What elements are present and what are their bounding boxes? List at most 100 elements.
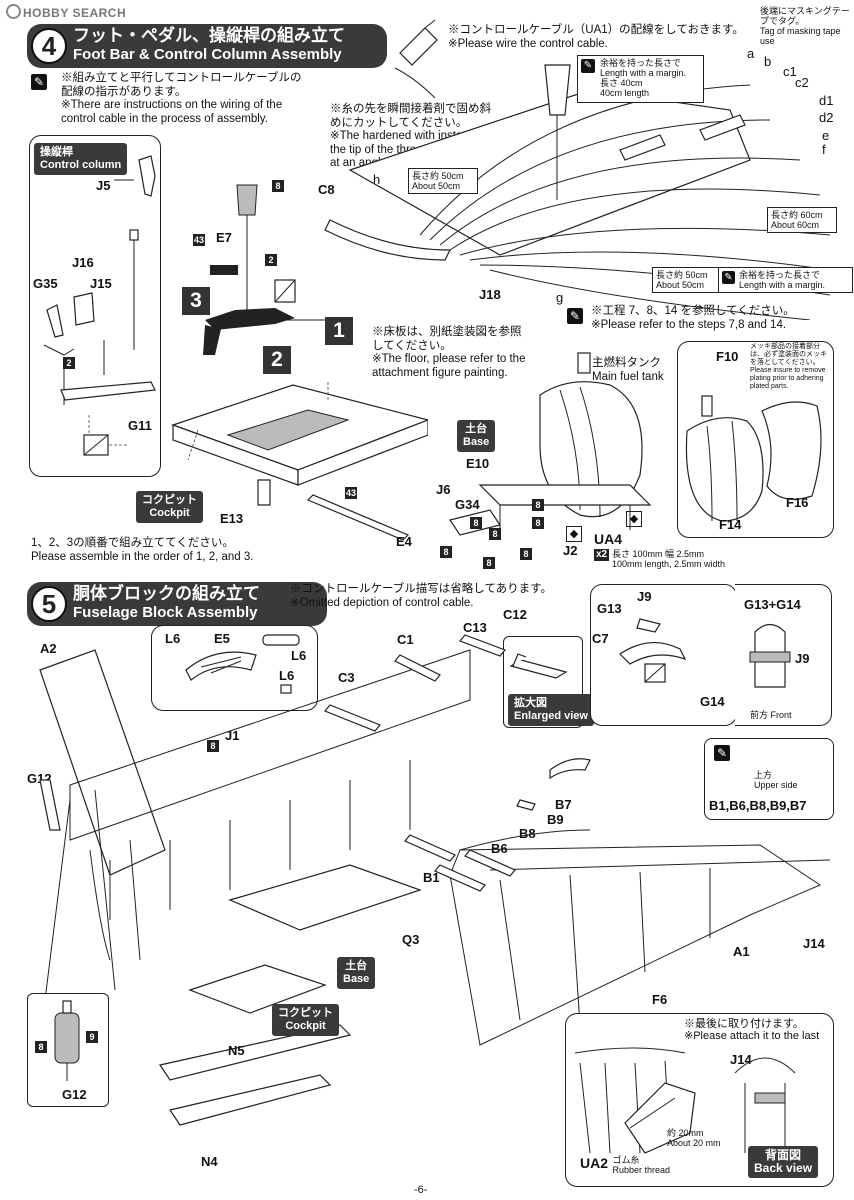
floor-note: ※床板は、別紙塗装図を参照してください。 ※The floor, please … [368, 322, 531, 384]
part-label-j14a: J14 [803, 936, 825, 951]
base-tag-step4: 土台 Base [457, 420, 496, 452]
part-label-f14: F14 [719, 517, 742, 532]
enlarged-jp: 拡大図 [514, 697, 547, 709]
cable-f: f [822, 142, 826, 157]
fuel-tank-en: Main fuel tank [592, 370, 664, 383]
part-label-g34: G34 [455, 497, 480, 512]
step-marker-8h: 8 [483, 557, 495, 569]
part-label-l6b: L6 [291, 648, 307, 663]
part-label-j9b: J9 [795, 651, 810, 666]
h-length-note: 長さ約 50cm About 50cm [408, 168, 478, 194]
base-tag5-jp: 土台 [345, 960, 368, 972]
floor-drawing [171, 380, 428, 540]
cable-d2: d2 [819, 110, 834, 125]
brush-tip-icon: ✎ [567, 308, 583, 324]
step-marker-2a: 2 [63, 357, 75, 369]
part-label-g14: G14 [700, 694, 725, 709]
brush-tip-icon: ✎ [722, 271, 735, 284]
masking-en: Tag of masking tape use [760, 26, 841, 46]
masking-tape-note: 後端にマスキングテープでタグ。 Tag of masking tape use [760, 6, 850, 46]
step-marker-big-3: 3 [182, 287, 210, 315]
part-label-j5: J5 [96, 178, 111, 193]
step-marker-8b: 8 [470, 517, 482, 529]
control-column-panel [29, 135, 161, 477]
cable-c2: c2 [795, 75, 809, 90]
b-group-label: B1,B6,B8,B9,B7 [709, 798, 807, 813]
step5-number: 5 [31, 586, 67, 622]
part-label-g12b: G12 [62, 1087, 87, 1102]
upper-en: Upper side [754, 780, 798, 790]
part-label-n5: N5 [228, 1043, 245, 1058]
fuel-tank-jp: 主燃料タンク [592, 357, 661, 369]
cable-b: b [764, 54, 772, 69]
ua2-label: UA2 ゴム糸 Rubber thread [580, 1155, 670, 1175]
margin-40-en: Length with a margin. [600, 68, 687, 78]
step4-title-en: Foot Bar & Control Column Assembly [73, 46, 342, 63]
cockpit-tag-jp: コクピット [142, 494, 197, 506]
last-note: ※最後に取り付けます。 ※Please attach it to the las… [684, 1018, 829, 1042]
hobby-search-logo-icon [6, 4, 21, 19]
brush-tip-icon: ✎ [31, 74, 47, 90]
plating-note: メッキ部品の接着部分は、必ず塗装面のメッキを落としてください。Please in… [750, 343, 827, 390]
rubber-thread-drawing [574, 1047, 796, 1154]
step4-title-jp: フット・ペダル、操縦桿の組み立て [73, 26, 345, 45]
part-label-j6: J6 [436, 482, 451, 497]
part-label-j16: J16 [72, 255, 94, 270]
diamond-marker-b-icon: ◆ [626, 511, 642, 527]
part-label-b6: B6 [491, 841, 508, 856]
step-marker-43a: 43 [193, 234, 205, 246]
margin-40-jp: 余裕を持った長さで [600, 58, 682, 68]
len-40-jp: 長さ 40cm [600, 78, 643, 88]
last-note-en: ※Please attach it to the last [684, 1030, 820, 1042]
about60-jp: 長さ約 60cm [771, 210, 823, 220]
part-label-l6c: L6 [279, 668, 295, 683]
enlarged-view-tag: 拡大図 Enlarged view [508, 694, 594, 726]
step5-note-jp: ※コントロールケーブル描写は省略してあります。 [290, 583, 552, 595]
rubber-jp: ゴム糸 [612, 1155, 640, 1165]
step5-note: ※コントロールケーブル描写は省略してあります。 ※Omitted depicti… [290, 583, 590, 610]
wire-note-en: ※Please wire the control cable. [448, 37, 608, 50]
cockpit-tag-en: Cockpit [149, 507, 190, 519]
part-label-b9: B9 [547, 812, 564, 827]
combo-label-g13-g14: G13+G14 [744, 597, 801, 612]
step5-title-jp: 胴体ブロックの組み立て [73, 584, 260, 603]
back-view-en: Back view [754, 1161, 813, 1175]
step5-header: 5 胴体ブロックの組み立て Fuselage Block Assembly [27, 582, 327, 626]
part-label-g11: G11 [128, 418, 152, 433]
part-label-c7: C7 [592, 631, 609, 646]
glue-bottle-drawing [394, 19, 438, 98]
part-label-c3: C3 [338, 670, 355, 685]
order-note-en: Please assemble in the order of 1, 2, an… [31, 550, 254, 563]
front-jp: 前方 [750, 710, 769, 720]
brush-tip-icon: ✎ [714, 745, 730, 761]
cable-c1: c1 [783, 64, 797, 79]
step-marker-big-1: 1 [325, 317, 353, 345]
margin-g-en: Length with a margin. [739, 280, 826, 290]
step-marker-8g: 8 [520, 548, 532, 560]
length-40-note: ✎ 余裕を持った長さで Length with a margin. 長さ 40c… [577, 55, 704, 103]
step-marker-2b: 2 [265, 254, 277, 266]
cable-wiring-drawing [324, 64, 831, 320]
about20-en: About 20 mm [667, 1138, 721, 1148]
fuselage-drawing [39, 634, 831, 1126]
part-label-e7: E7 [216, 230, 232, 245]
h-about50-jp: 長さ約 50cm [412, 171, 464, 181]
part-label-b1: B1 [423, 870, 440, 885]
watermark: HOBBY SEARCH [6, 4, 126, 20]
control-column-tag-en: Control column [40, 159, 122, 171]
refer-en: ※Please refer to the steps 7,8 and 14. [591, 318, 787, 331]
floor-note-jp: ※床板は、別紙塗装図を参照してください。 [372, 326, 522, 352]
front-label-j9: 前方 Front [750, 710, 792, 720]
step-marker-43b: 43 [345, 487, 357, 499]
ua4-qty: x2 [594, 549, 610, 561]
control-column-tag: 操縦桿 Control column [34, 143, 128, 175]
part-label-n4: N4 [201, 1154, 218, 1169]
g13-g14-drawing [749, 623, 791, 688]
base-tag-en: Base [463, 436, 490, 448]
step4-wiring-note: ✎ ※組み立てと平行してコントロールケーブルの配線の指示があります。 ※Ther… [31, 72, 311, 126]
part-label-l6a: L6 [165, 631, 181, 646]
step-marker-8j: 8 [35, 1041, 47, 1053]
rubber-label: ゴム糸 Rubber thread [612, 1155, 670, 1175]
front-en: Front [770, 710, 792, 720]
len-40-en: 40cm length [600, 88, 650, 98]
